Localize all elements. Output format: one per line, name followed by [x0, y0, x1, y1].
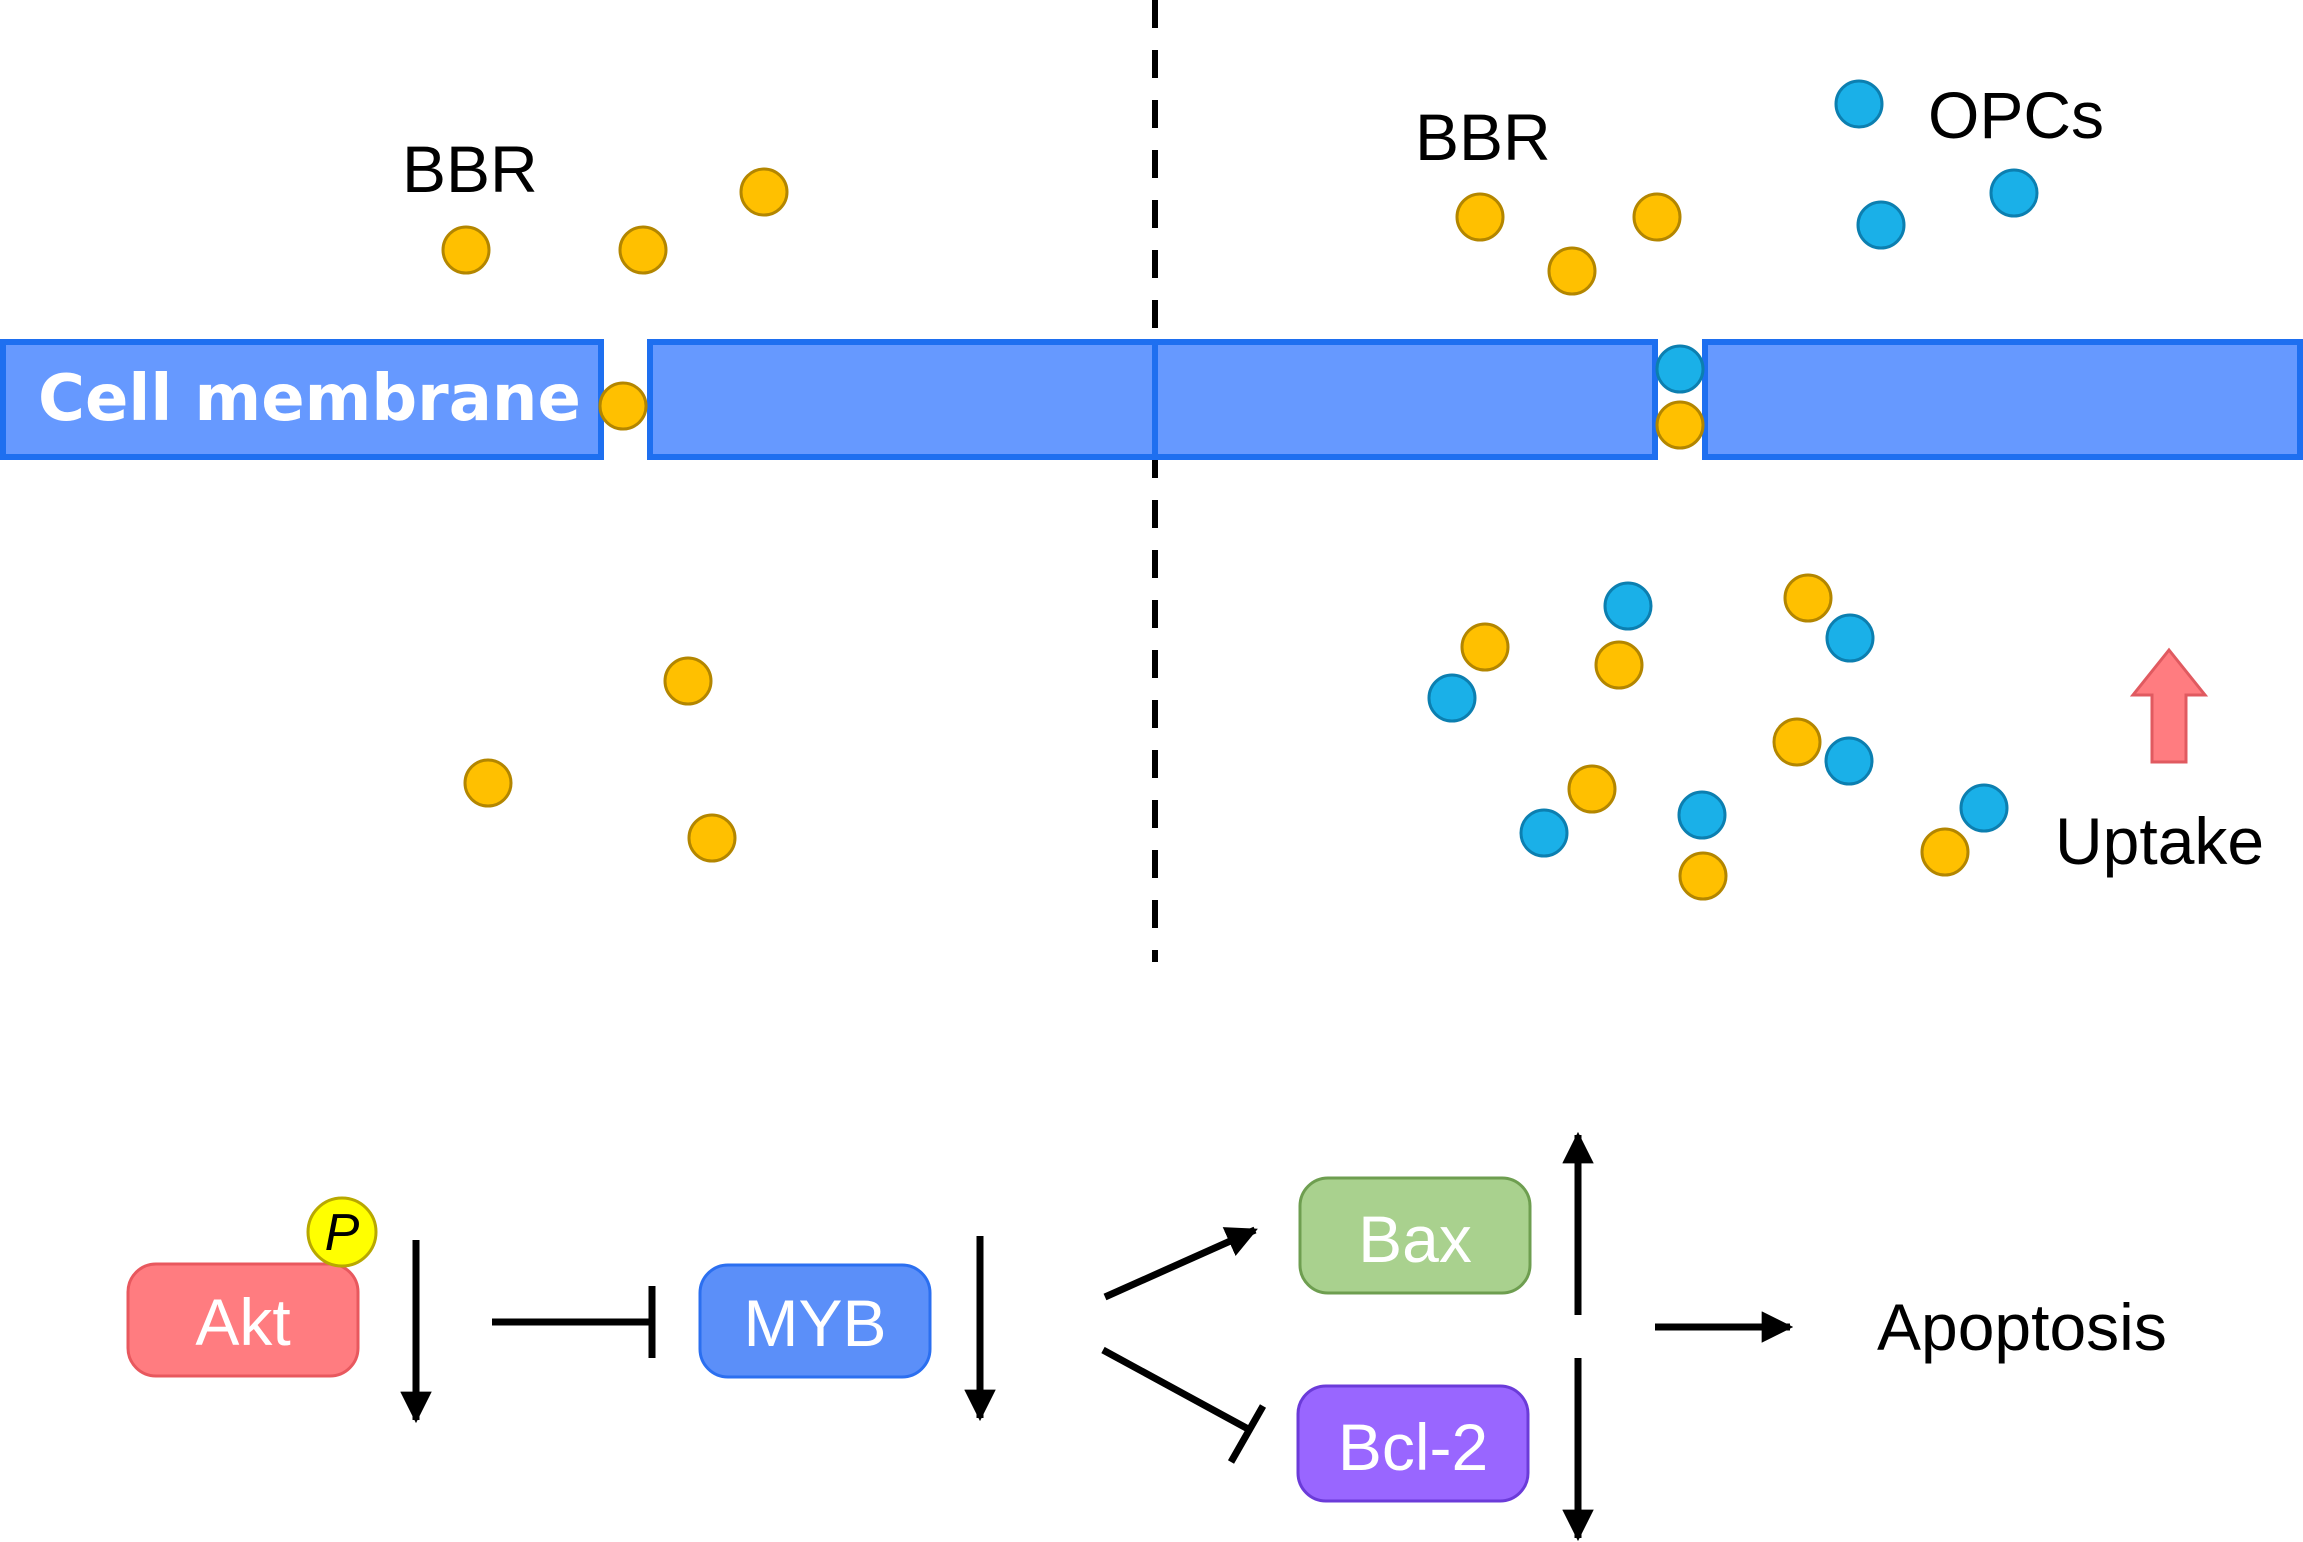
opc-molecule — [1959, 783, 2009, 833]
myb-box — [698, 1263, 932, 1379]
opc-molecule — [1989, 168, 2039, 218]
akt-label: Akt — [195, 1285, 290, 1359]
bbr-molecules-left — [441, 167, 789, 863]
bbr-molecule — [1772, 717, 1822, 767]
opc-molecule — [1824, 736, 1874, 786]
bbr-molecule — [618, 225, 668, 275]
bbr-molecule — [1567, 764, 1617, 814]
bax-label: Bax — [1358, 1202, 1472, 1276]
bbr-molecule — [1678, 851, 1728, 901]
bbr-molecule — [598, 381, 648, 431]
bbr-molecule — [1547, 246, 1597, 296]
up-arrow-icon — [2129, 647, 2209, 764]
bbr-molecule — [1455, 192, 1505, 242]
bbr-molecule — [463, 758, 513, 808]
inhibition-myb-bcl2 — [1101, 1346, 1267, 1464]
bbr-molecule — [1920, 827, 1970, 877]
uptake-label: Uptake — [2055, 804, 2264, 878]
opcs-label: OPCs — [1928, 78, 2104, 152]
bbr-molecule — [1594, 640, 1644, 690]
bbr-molecule — [739, 167, 789, 217]
bbr-molecules-right — [1455, 192, 1970, 901]
bbr-molecule — [1460, 622, 1510, 672]
bcl2-label: Bcl-2 — [1338, 1410, 1488, 1484]
bbr-molecule — [441, 225, 491, 275]
opc-molecule — [1427, 673, 1477, 723]
bbr-label-right: BBR — [1415, 100, 1551, 174]
opc-molecule — [1825, 613, 1875, 663]
bbr-molecule — [687, 813, 737, 863]
apoptosis-label: Apoptosis — [1877, 1290, 2167, 1364]
bbr-molecule — [1655, 400, 1705, 450]
opc-molecule — [1519, 808, 1569, 858]
bbr-molecule — [1632, 192, 1682, 242]
opc-molecule — [1677, 790, 1727, 840]
inhibition-akt-myb — [492, 1286, 656, 1358]
bbr-label-left: BBR — [402, 132, 538, 206]
activation-myb-bax — [1103, 1226, 1258, 1301]
cell-membrane-label: Cell membrane — [38, 362, 581, 436]
phospho-icon — [306, 1196, 378, 1268]
bbr-molecule — [663, 656, 713, 706]
akt-box — [126, 1262, 360, 1378]
opc-molecule — [1834, 79, 1884, 129]
myb-label: MYB — [743, 1286, 886, 1360]
bax-box — [1298, 1176, 1532, 1295]
opc-molecule — [1655, 344, 1705, 394]
bcl2-box — [1296, 1384, 1530, 1503]
opc-molecule — [1603, 581, 1653, 631]
bbr-molecule — [1783, 573, 1833, 623]
cell-membrane-right — [1152, 339, 2303, 460]
opcs-molecules — [1427, 79, 2039, 858]
cell-membrane-left — [0, 339, 1158, 460]
phospho-label: P — [325, 1204, 360, 1262]
opc-molecule — [1856, 200, 1906, 250]
